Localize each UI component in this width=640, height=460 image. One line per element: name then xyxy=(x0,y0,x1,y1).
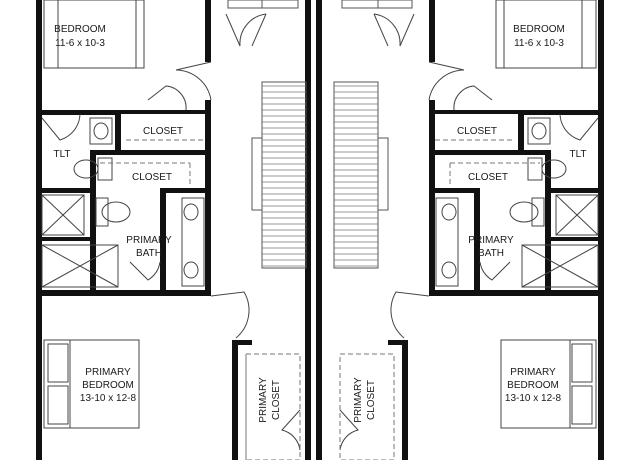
right-top-doors xyxy=(341,0,413,9)
left-bedroom-dims: 11-6 x 10-3 xyxy=(55,38,105,49)
left-fixtures xyxy=(41,117,205,288)
left-bedroom-name: BEDROOM xyxy=(54,24,106,35)
left-top-doors xyxy=(227,0,299,9)
left-primary-bath-line1: PRIMARY xyxy=(126,235,172,246)
left-primary-bedroom-dims: 13-10 x 12-8 xyxy=(80,393,137,404)
right-unit: BEDROOM 11-6 x 10-3 CLOSET CLOSET TLT PR… xyxy=(316,0,604,460)
right-doors xyxy=(339,13,599,451)
left-primary-closet-line2: CLOSET xyxy=(271,380,282,420)
left-primary-bedroom-line2: BEDROOM xyxy=(82,380,134,391)
left-closet-shelves xyxy=(100,139,301,460)
right-toilet-label: TLT xyxy=(569,149,586,160)
right-closet-upper-label: CLOSET xyxy=(457,126,497,137)
left-doors xyxy=(41,13,301,451)
right-stair-treads xyxy=(334,85,378,267)
right-primary-bath-line1: PRIMARY xyxy=(468,235,514,246)
right-fixtures xyxy=(435,117,599,288)
right-bed-primary xyxy=(500,339,597,429)
right-walls xyxy=(316,0,604,460)
left-bed-primary xyxy=(43,339,140,429)
left-stair-treads xyxy=(262,85,306,267)
right-bedroom-name: BEDROOM xyxy=(513,24,565,35)
right-bed-top xyxy=(495,0,597,69)
right-primary-bedroom-line2: BEDROOM xyxy=(507,380,559,391)
left-primary-bath-line2: BATH xyxy=(136,248,162,259)
right-primary-closet-line2: CLOSET xyxy=(366,380,377,420)
left-primary-closet-line1: PRIMARY xyxy=(258,377,269,423)
left-toilet-label: TLT xyxy=(53,149,70,160)
right-primary-bedroom-line1: PRIMARY xyxy=(510,367,556,378)
left-unit: BEDROOM 11-6 x 10-3 CLOSET CLOSET TLT PR… xyxy=(36,0,311,460)
right-primary-bedroom-dims: 13-10 x 12-8 xyxy=(505,393,562,404)
left-stair xyxy=(251,81,307,269)
right-bedroom-dims: 11-6 x 10-3 xyxy=(514,38,564,49)
left-closet-upper-label: CLOSET xyxy=(143,126,183,137)
right-closet-lower-label: CLOSET xyxy=(468,172,508,183)
left-walls xyxy=(36,0,311,460)
left-bed-top xyxy=(43,0,145,69)
left-closet-lower-label: CLOSET xyxy=(132,172,172,183)
right-primary-bath-line2: BATH xyxy=(478,248,504,259)
left-primary-bedroom-line1: PRIMARY xyxy=(85,367,131,378)
right-primary-closet-line1: PRIMARY xyxy=(353,377,364,423)
right-stair xyxy=(333,81,389,269)
right-closet-shelves xyxy=(339,139,540,460)
